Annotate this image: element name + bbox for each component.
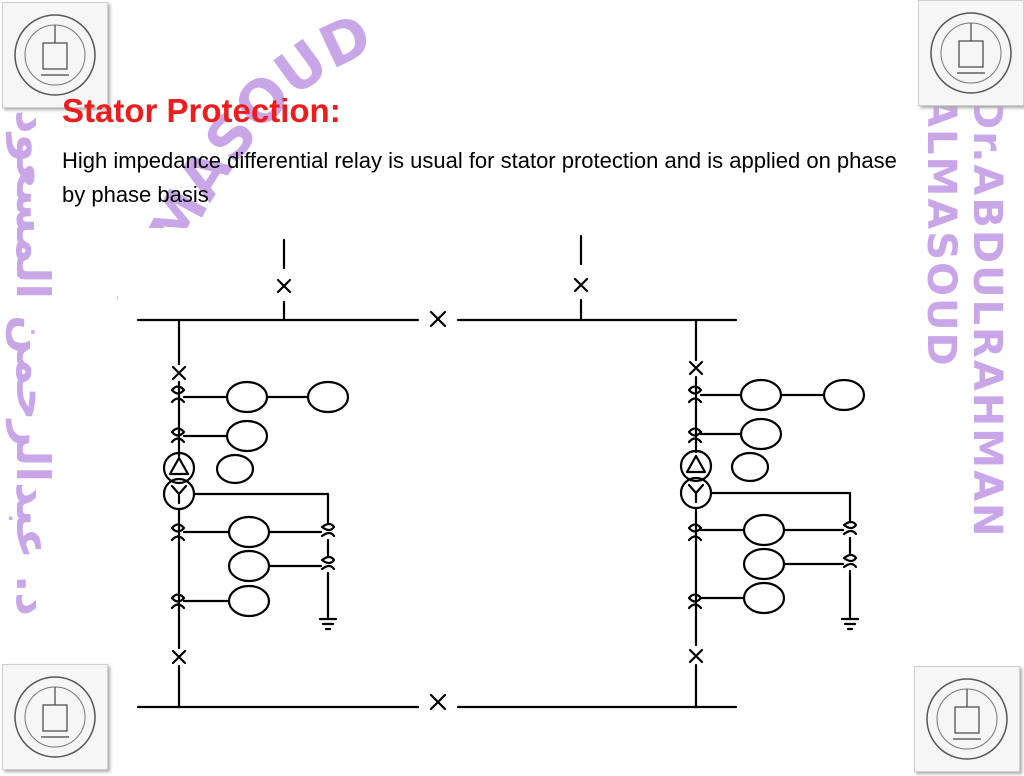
relay-icon (742, 513, 786, 547)
delta-winding-icon (162, 451, 196, 485)
current-transformer-icon (842, 553, 858, 569)
top-right-feeder (573, 234, 589, 322)
university-logo-top-left (2, 2, 108, 108)
university-emblem-icon (14, 14, 96, 96)
relay-icon (215, 453, 255, 485)
ground-icon (318, 617, 338, 631)
relay-icon (739, 378, 783, 412)
relay-icon (739, 417, 783, 451)
right-bay (679, 318, 866, 709)
relay-icon (822, 378, 866, 412)
current-transformer-icon (687, 427, 703, 444)
current-transformer-icon (170, 385, 186, 404)
top-busbar (136, 310, 738, 328)
watermark-vertical-text: Dr.ABDULRAHMAN ALMASOUD (918, 96, 1010, 539)
relay-icon (227, 584, 271, 618)
relay-icon (742, 547, 786, 581)
relay-icon (306, 380, 350, 414)
delta-winding-icon (679, 449, 713, 483)
current-transformer-icon (320, 555, 336, 571)
current-transformer-icon (170, 523, 186, 542)
relay-icon (225, 380, 269, 414)
university-emblem-icon (926, 678, 1008, 760)
relay-icon (225, 419, 269, 453)
university-logo-top-right (918, 0, 1024, 106)
relay-icon (227, 549, 271, 583)
current-transformer-icon (687, 523, 703, 542)
current-transformer-icon (842, 520, 858, 536)
relay-icon (742, 581, 786, 615)
current-transformer-icon (170, 593, 186, 610)
current-transformer-icon (687, 385, 703, 404)
university-logo-bottom-left (2, 664, 108, 770)
protection-diagram (118, 228, 878, 720)
current-transformer-icon (170, 427, 186, 444)
relay-icon (730, 451, 770, 483)
protection-diagram-svg (136, 234, 866, 711)
university-emblem-icon (14, 676, 96, 758)
bottom-busbar (136, 693, 738, 711)
relay-icon (227, 515, 271, 549)
ground-icon (840, 617, 860, 631)
slide-body-text: High impedance differential relay is usu… (62, 148, 897, 207)
left-bay (162, 318, 350, 709)
current-transformer-icon (320, 522, 336, 538)
slide-title: Stator Protection: (62, 92, 341, 129)
university-logo-bottom-right (914, 666, 1020, 772)
watermark-arabic-text: د. عبدالرحمن المسعود (6, 110, 60, 617)
top-left-feeder (276, 238, 292, 322)
university-emblem-icon (930, 12, 1012, 94)
